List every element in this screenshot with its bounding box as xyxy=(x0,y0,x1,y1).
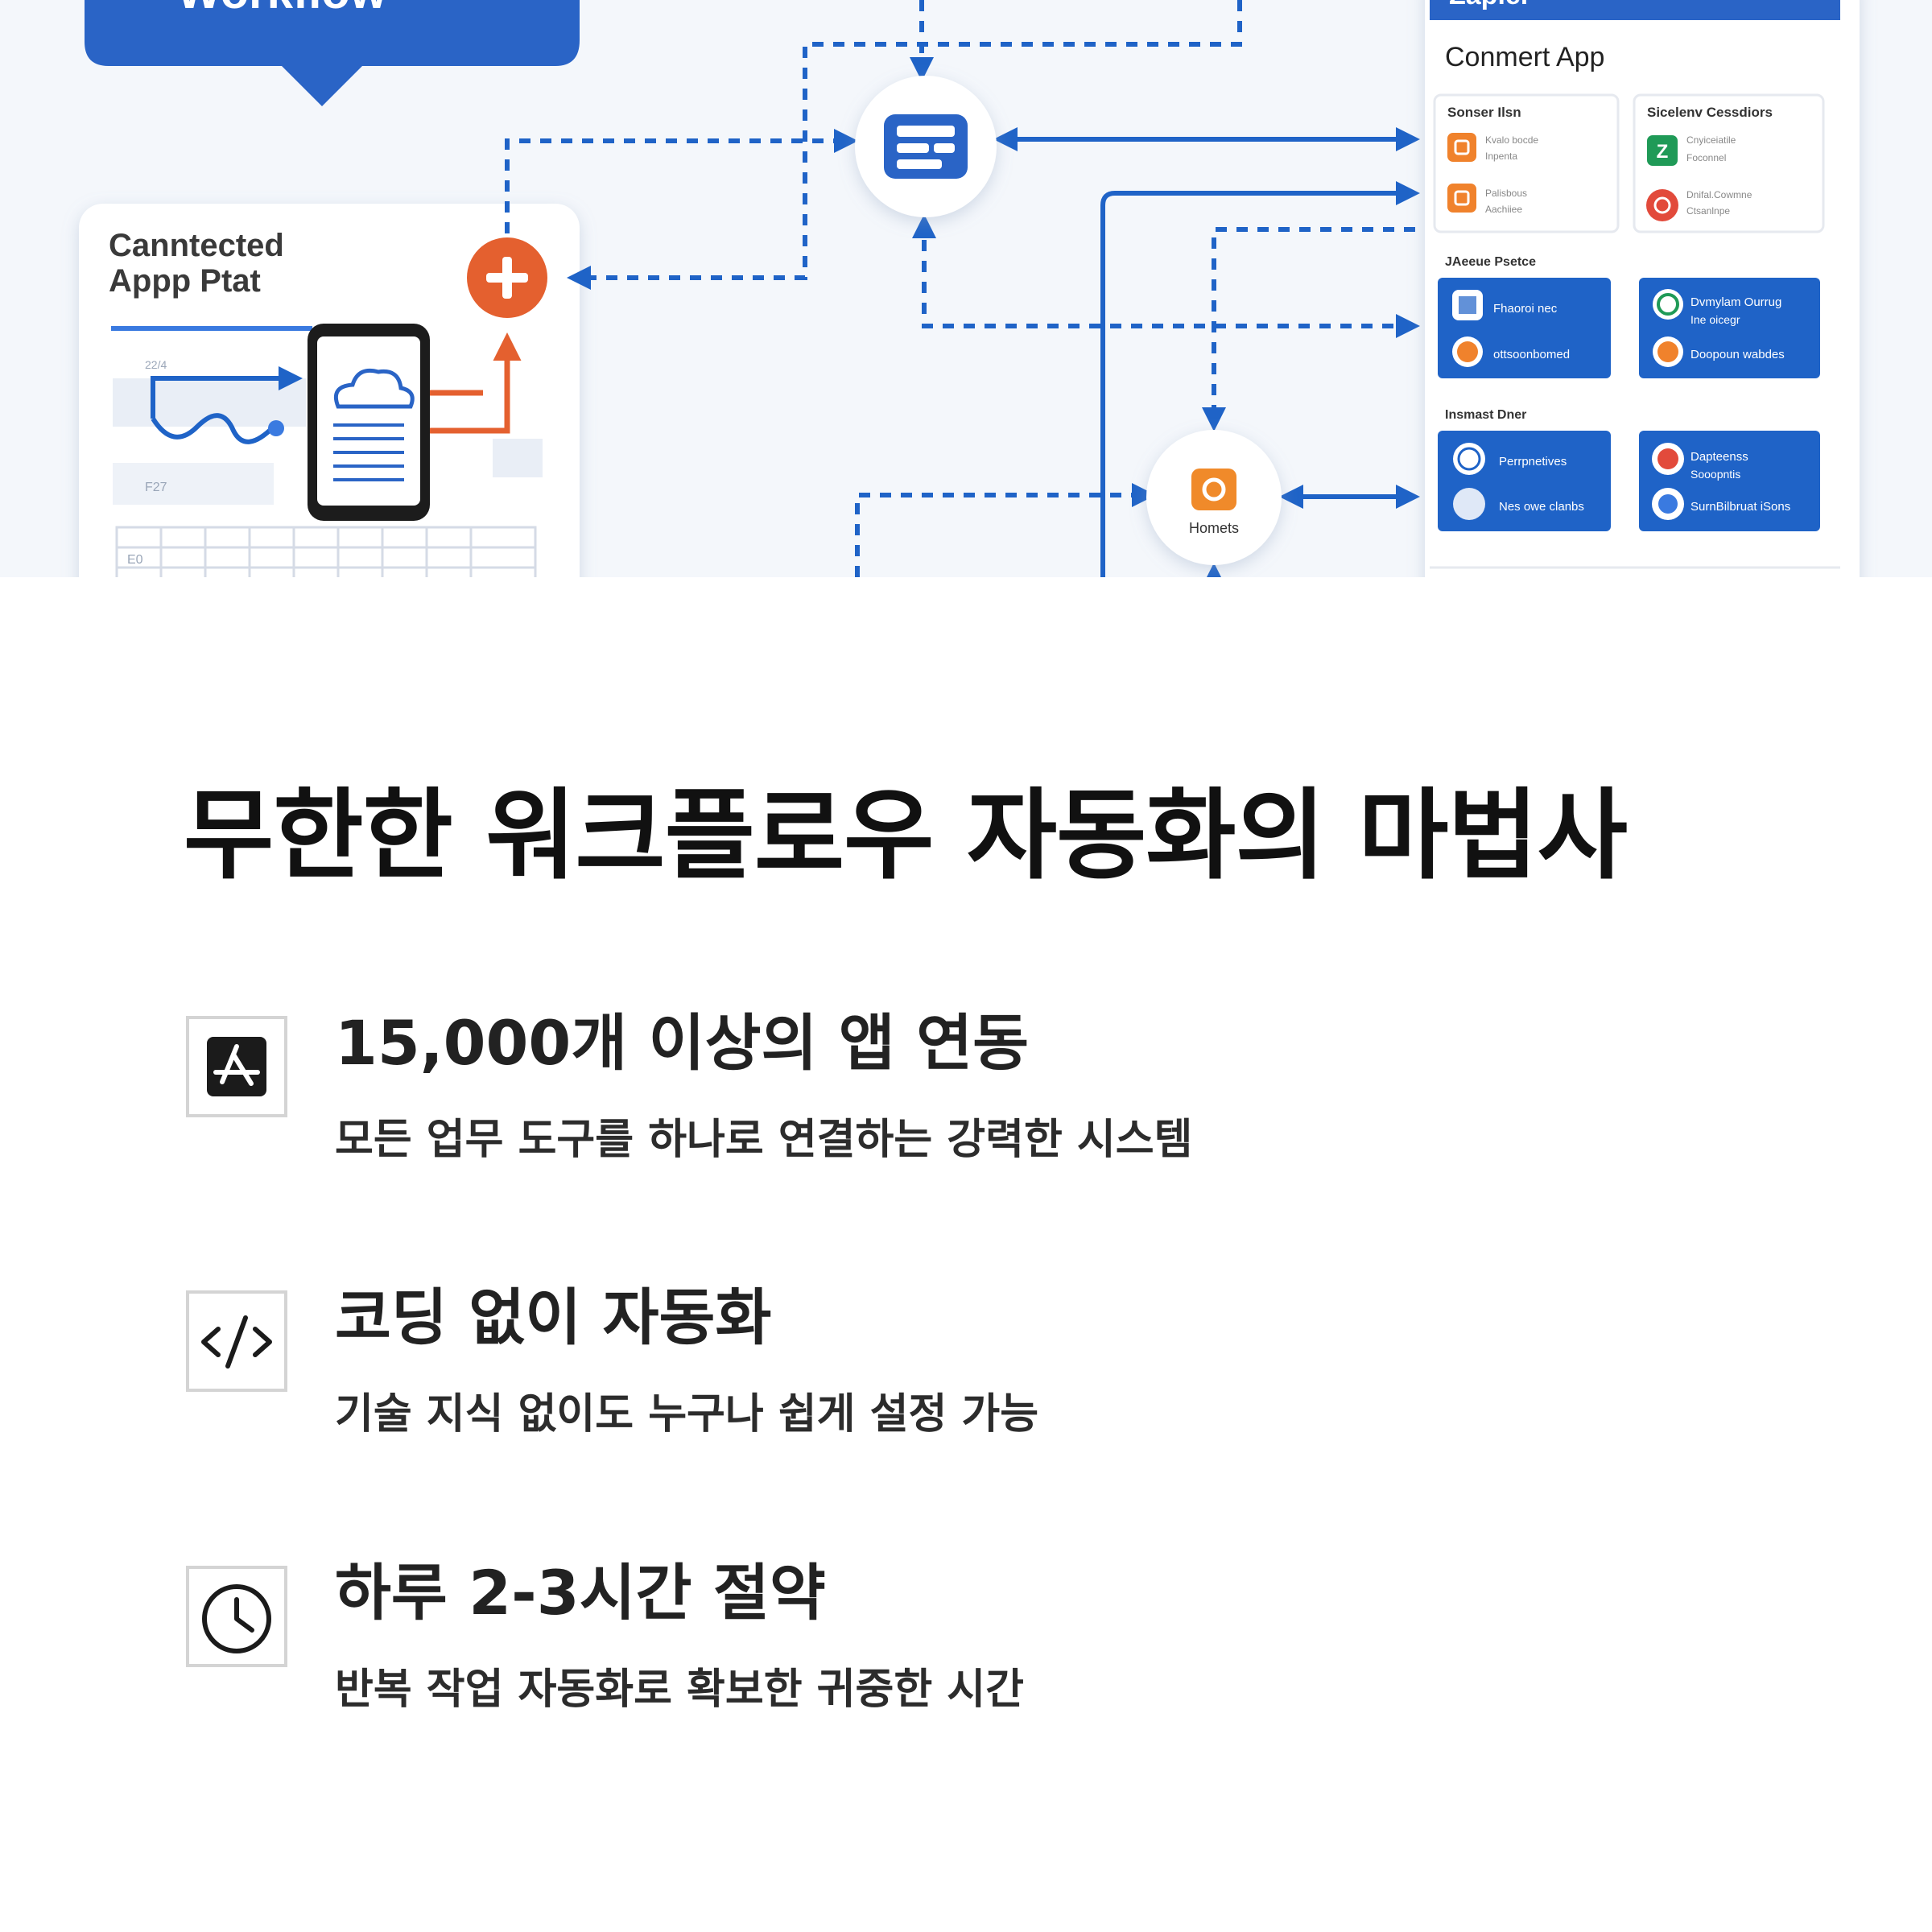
feature-description: 기술 지식 없이도 누구나 쉽게 설정 가능 xyxy=(335,1390,1039,1439)
clock-icon xyxy=(202,1584,271,1653)
svg-text:JAeeue Psetce: JAeeue Psetce xyxy=(1445,255,1536,269)
svg-text:Ctsanlnpe: Ctsanlnpe xyxy=(1686,205,1730,217)
svg-text:ottsoonbomed: ottsoonbomed xyxy=(1493,348,1570,361)
feature-no-code: 코딩 없이 자동화 기술 지식 없이도 누구나 쉽게 설정 가능 xyxy=(0,1282,1932,1484)
svg-text:Sicelenv Cessdiors: Sicelenv Cessdiors xyxy=(1647,105,1773,120)
app-title: Conmert App xyxy=(1445,42,1604,72)
brand-label: Zapier xyxy=(1449,0,1531,10)
panel-title-line1: Canntected xyxy=(109,228,284,263)
feature-title: 15,000개 이상의 앱 연동 xyxy=(335,1007,1030,1079)
svg-text:Ine oicegr: Ine oicegr xyxy=(1690,313,1740,326)
form-node-icon[interactable] xyxy=(855,76,997,217)
feature-title: 하루 2-3시간 절약 xyxy=(335,1557,826,1629)
svg-text:Foconnel: Foconnel xyxy=(1686,152,1726,163)
workflow-callout: Workflow xyxy=(85,0,580,106)
add-node-icon[interactable] xyxy=(467,237,547,318)
svg-text:Dvmylam Ourrug: Dvmylam Ourrug xyxy=(1690,295,1781,309)
zapier-app-panel: Zapier Conmert App Sonser Ilsn Kvalo boc… xyxy=(1425,0,1860,577)
svg-text:Kvalo bocde: Kvalo bocde xyxy=(1485,134,1538,146)
svg-text:Nes owe clanbs: Nes owe clanbs xyxy=(1499,500,1584,514)
svg-text:22/4: 22/4 xyxy=(145,358,167,371)
homets-node[interactable]: Homets xyxy=(1146,430,1282,565)
feature-icon-box xyxy=(186,1290,287,1392)
feature-description: 모든 업무 도구를 하나로 연결하는 강력한 시스템 xyxy=(335,1116,1193,1164)
svg-text:Fhaoroi nec: Fhaoroi nec xyxy=(1493,302,1558,316)
cloud-icon xyxy=(333,368,415,409)
connected-app-panel: Canntected Appp Ptat 22/4 F27 E0 xyxy=(79,204,580,577)
svg-text:Dapteenss: Dapteenss xyxy=(1690,450,1748,464)
svg-text:Sonser Ilsn: Sonser Ilsn xyxy=(1447,105,1521,120)
feature-title: 코딩 없이 자동화 xyxy=(335,1282,772,1353)
page-title: 무한한 워크플로우 자동화의 마법사 xyxy=(184,778,1628,893)
feature-app-integrations: 15,000개 이상의 앱 연동 모든 업무 도구를 하나로 연결하는 강력한 … xyxy=(0,1007,1932,1209)
svg-text:E0: E0 xyxy=(127,553,143,567)
feature-time-saving: 하루 2-3시간 절약 반복 작업 자동화로 확보한 귀중한 시간 xyxy=(0,1557,1932,1759)
callout-text: Workflow xyxy=(177,0,387,19)
svg-text:Aachiiee: Aachiiee xyxy=(1485,204,1522,215)
homets-label: Homets xyxy=(1189,520,1239,536)
code-icon xyxy=(201,1315,272,1368)
svg-text:Cnyiceiatile: Cnyiceiatile xyxy=(1686,134,1736,146)
hero-illustration: Workflow Canntected Appp Ptat 22/4 F27 E… xyxy=(0,0,1932,577)
svg-text:Dnifal.Cowmne: Dnifal.Cowmne xyxy=(1686,189,1752,200)
feature-description: 반복 작업 자동화로 확보한 귀중한 시간 xyxy=(335,1666,1024,1714)
svg-text:Insmast Dner: Insmast Dner xyxy=(1445,408,1526,422)
app-store-icon xyxy=(207,1037,266,1096)
svg-text:SurnBilbruat iSons: SurnBilbruat iSons xyxy=(1690,500,1790,514)
feature-icon-box xyxy=(186,1016,287,1117)
panel-title-line2: Appp Ptat xyxy=(109,263,261,299)
svg-text:Palisbous: Palisbous xyxy=(1485,188,1527,199)
svg-text:Perrpnetives: Perrpnetives xyxy=(1499,455,1567,469)
svg-text:Doopoun wabdes: Doopoun wabdes xyxy=(1690,348,1785,361)
svg-text:Inpenta: Inpenta xyxy=(1485,151,1517,162)
flow-connectors xyxy=(505,0,1420,577)
feature-icon-box xyxy=(186,1566,287,1667)
svg-text:F27: F27 xyxy=(145,481,167,494)
svg-text:Sooopntis: Sooopntis xyxy=(1690,468,1740,481)
svg-text:Z: Z xyxy=(1657,141,1669,163)
